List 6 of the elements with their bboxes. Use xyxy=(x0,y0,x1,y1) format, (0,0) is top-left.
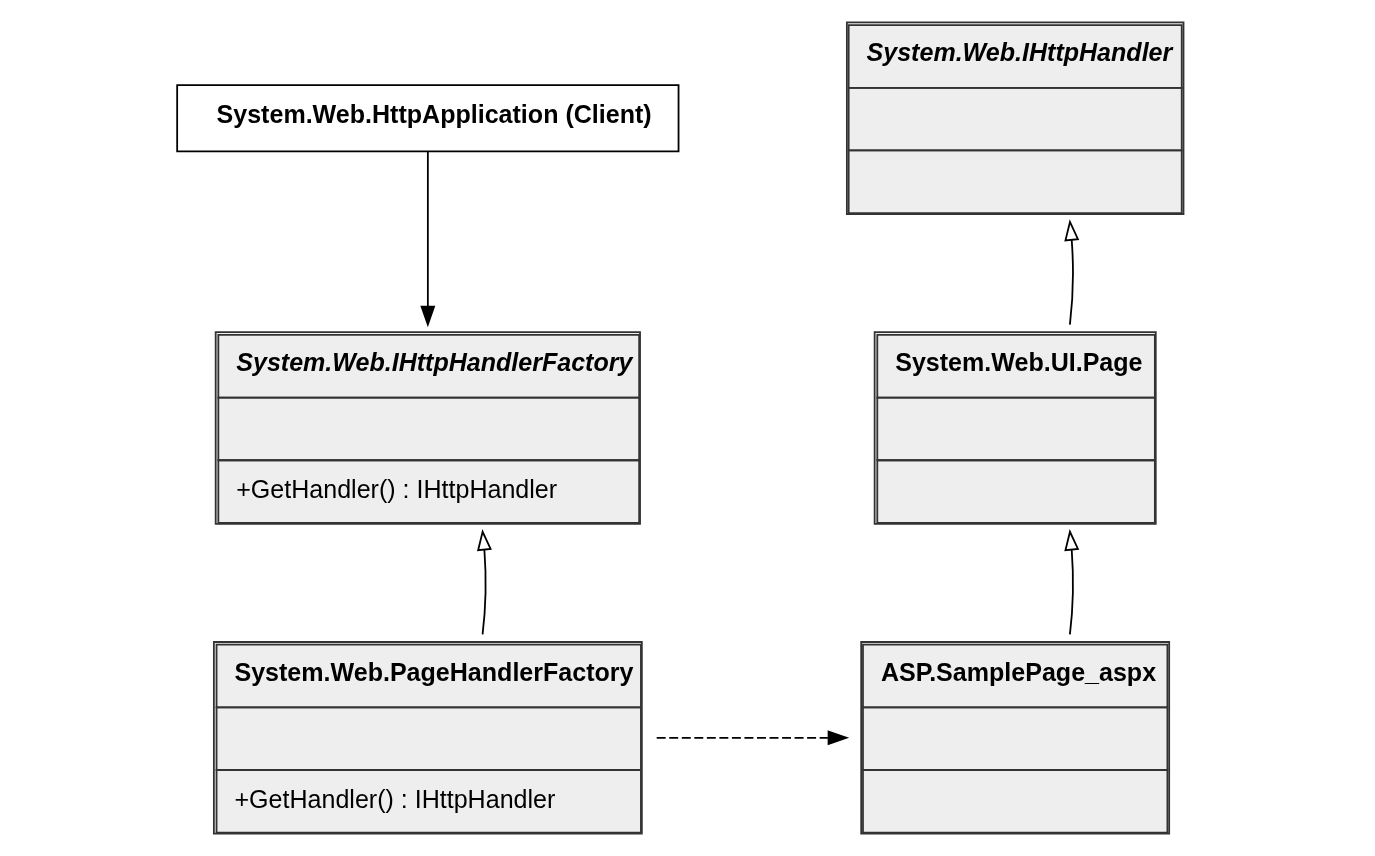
arrow xyxy=(1064,529,1080,636)
node-box: System.Web.HttpApplication (Client) xyxy=(176,84,680,153)
arrow xyxy=(1064,219,1080,326)
arrow xyxy=(655,730,850,746)
arrow xyxy=(420,150,436,328)
arrow xyxy=(476,529,492,636)
